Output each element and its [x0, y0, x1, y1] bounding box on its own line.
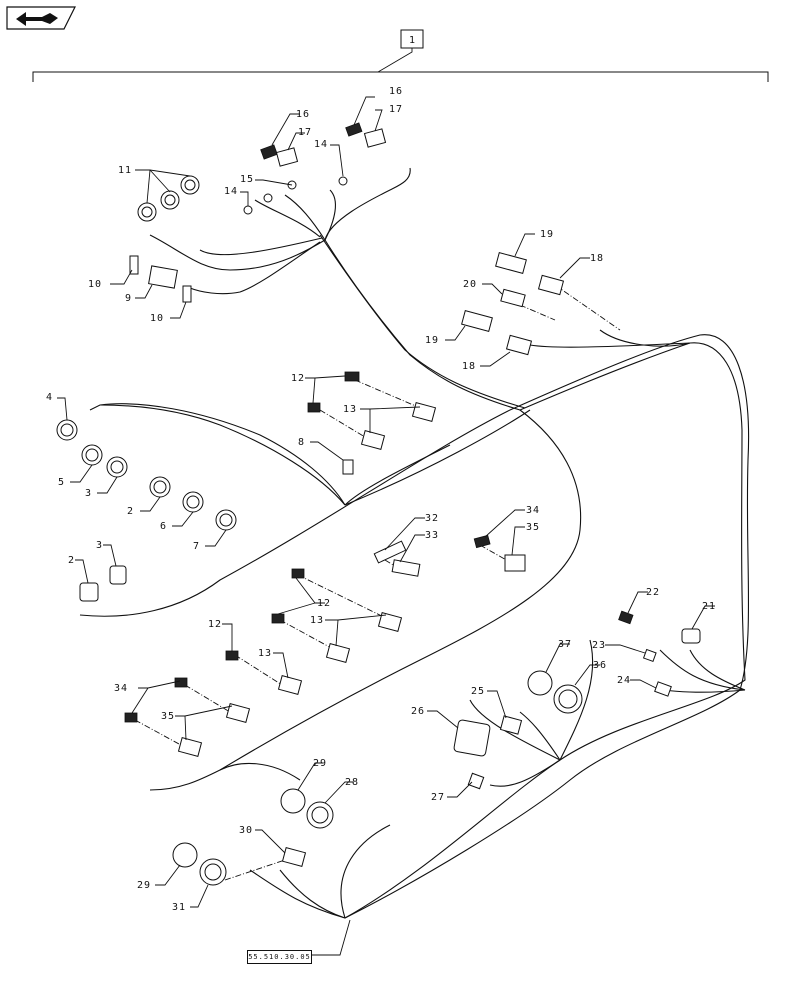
- callout: 13: [258, 648, 272, 659]
- callout: 13: [310, 615, 324, 626]
- callout: 26: [411, 706, 425, 717]
- callout: 29: [313, 758, 327, 769]
- callout: 29: [137, 880, 151, 891]
- callout: 6: [160, 521, 167, 532]
- callout: 19: [425, 335, 439, 346]
- assembly-label: 1: [409, 35, 416, 46]
- callout: 5: [58, 477, 65, 488]
- callout: 13: [343, 404, 357, 415]
- callout: 2: [68, 555, 75, 566]
- callout: 34: [114, 683, 128, 694]
- callout: 16: [389, 86, 403, 97]
- callout: 11: [118, 165, 132, 176]
- callout: 10: [150, 313, 164, 324]
- callout: 15: [240, 174, 254, 185]
- assembly-bracket: 1: [32, 29, 769, 82]
- callout-labels: 16 17 16 17 14 15 14 11 10 9 10 19 18 20…: [46, 86, 716, 913]
- callout: 27: [431, 792, 445, 803]
- callout: 12: [317, 598, 331, 609]
- callout: 14: [224, 186, 238, 197]
- callout: 16: [296, 109, 310, 120]
- callout: 12: [208, 619, 222, 630]
- callout: 37: [558, 639, 572, 650]
- harness-trunks: [79, 167, 750, 919]
- callout: 17: [389, 104, 403, 115]
- callout: 3: [96, 540, 103, 551]
- return-arrow-icon: [6, 6, 76, 30]
- callout: 20: [463, 279, 477, 290]
- callout: 35: [526, 522, 540, 533]
- callout: 10: [88, 279, 102, 290]
- callout: 32: [425, 513, 439, 524]
- callout: 25: [471, 686, 485, 697]
- back-nav-button[interactable]: [6, 6, 76, 30]
- callout: 28: [345, 777, 359, 788]
- callout: 19: [540, 229, 554, 240]
- callout: 22: [646, 587, 660, 598]
- callout: 18: [462, 361, 476, 372]
- leader-lines: [57, 96, 715, 956]
- callout: 24: [617, 675, 631, 686]
- callout: 9: [125, 293, 132, 304]
- mating-lines: [134, 284, 621, 881]
- callout: 30: [239, 825, 253, 836]
- callout: 31: [172, 902, 186, 913]
- callout: 36: [593, 660, 607, 671]
- callout: 2: [127, 506, 134, 517]
- callout: 7: [193, 541, 200, 552]
- callout: 23: [592, 640, 606, 651]
- reference-code-box: 55.510.30.05: [247, 950, 312, 964]
- callout: 14: [314, 139, 328, 150]
- callout: 34: [526, 505, 540, 516]
- callout: 17: [298, 127, 312, 138]
- callout: 33: [425, 530, 439, 541]
- callout: 3: [85, 488, 92, 499]
- callout: 4: [46, 392, 53, 403]
- callout: 21: [702, 601, 716, 612]
- callout: 35: [161, 711, 175, 722]
- callout: 18: [590, 253, 604, 264]
- callout: 12: [291, 373, 305, 384]
- callout: 8: [298, 437, 305, 448]
